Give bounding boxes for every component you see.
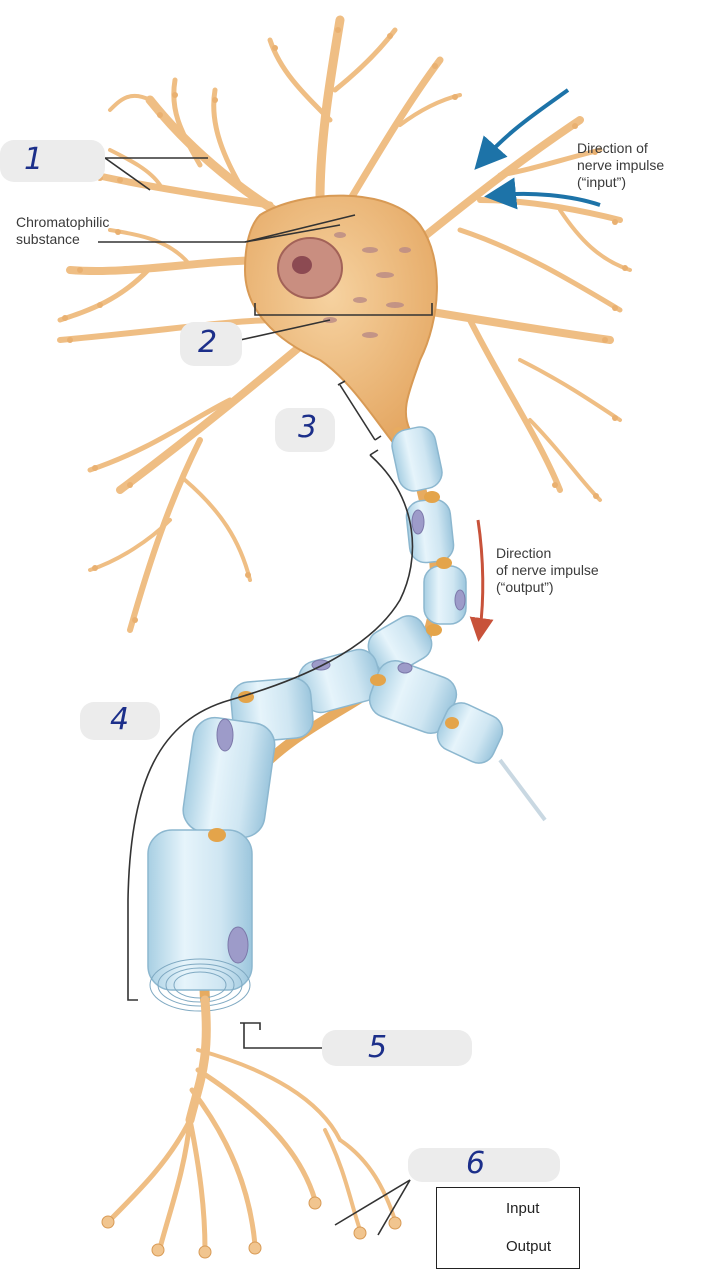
- input-arrow-lower: [484, 177, 601, 210]
- myelin-sheath: [147, 426, 467, 991]
- synaptic-knobs: [101, 1196, 402, 1259]
- axon-collateral: [368, 660, 504, 764]
- nodes-of-ranvier: [208, 491, 459, 842]
- answer-tag-5[interactable]: [322, 1030, 472, 1066]
- dendritic-spines: [62, 27, 628, 623]
- schwann-nuclei: [216, 509, 466, 964]
- answer-4: 4: [110, 702, 130, 737]
- label-input-direction: Direction of nerve impulse (“input”): [577, 140, 665, 190]
- answer-5: 5: [368, 1030, 388, 1065]
- legend-output-label: Output: [506, 1238, 552, 1255]
- answer-tag-3[interactable]: [275, 408, 335, 452]
- collateral-terminal: [498, 758, 547, 822]
- answer-tag-6[interactable]: [408, 1148, 560, 1182]
- nucleolus: [292, 256, 312, 274]
- answer-3: 3: [298, 410, 318, 445]
- answer-1: 1: [24, 142, 44, 177]
- output-arrow: [469, 519, 494, 642]
- label-chromatophilic-substance: Chromatophilic substance: [16, 214, 110, 247]
- legend-input-label: Input: [506, 1200, 540, 1217]
- legend: [436, 1187, 580, 1269]
- myelin-layers: [149, 958, 251, 1012]
- answer-tag-4[interactable]: [80, 702, 160, 740]
- leader-lines: [98, 157, 433, 1236]
- answer-tag-1[interactable]: [0, 140, 105, 182]
- answer-2: 2: [198, 325, 218, 360]
- input-arrow-upper: [474, 88, 570, 170]
- axon-terminals: [107, 995, 397, 1253]
- label-output-direction: Direction of nerve impulse (“output”): [496, 545, 599, 595]
- answer-6: 6: [466, 1146, 486, 1181]
- answer-tag-2[interactable]: [180, 322, 242, 366]
